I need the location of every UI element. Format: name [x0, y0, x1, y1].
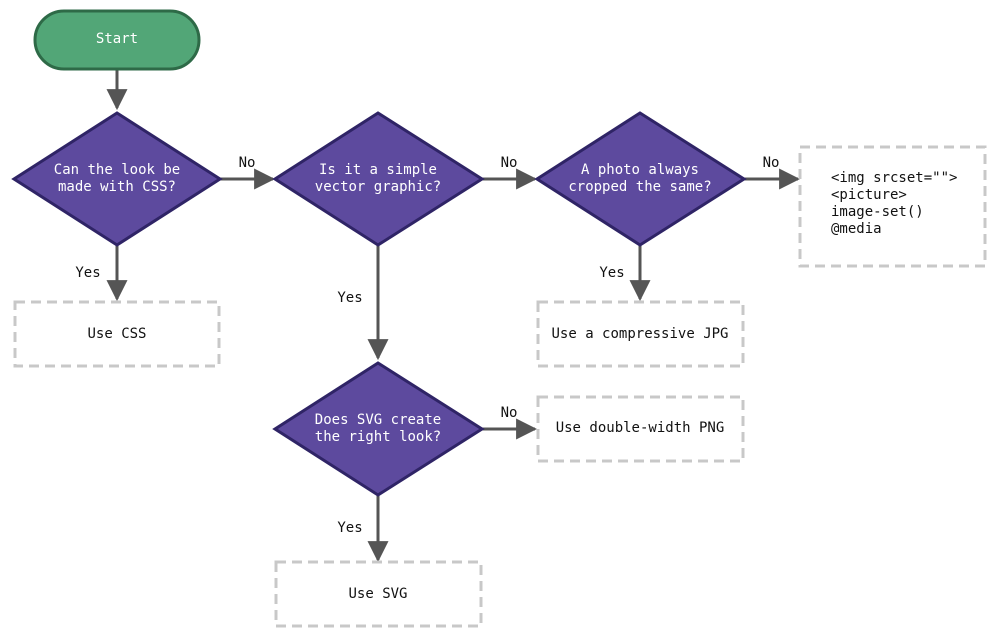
outcome-use-svg-text: Use SVG — [348, 586, 407, 602]
label-vector-no: No — [501, 155, 518, 171]
decision-photo: A photo always cropped the same? — [534, 111, 747, 247]
connectors — [106, 69, 801, 563]
outcome-responsive: <img srcset=""> <picture> image-set() @m… — [798, 145, 987, 268]
decision-photo-shape — [534, 111, 747, 247]
decision-css-shape — [11, 111, 223, 247]
decision-svg-line-2: the right look? — [315, 429, 441, 445]
start-node: Start — [33, 9, 201, 71]
decision-vector: Is it a simple vector graphic? — [272, 111, 485, 247]
start-label: Start — [96, 31, 138, 47]
decision-svg-shape — [272, 361, 485, 497]
outcome-responsive-box — [798, 145, 987, 268]
outcome-use-css-box — [13, 300, 221, 368]
label-css-yes: Yes — [75, 265, 100, 281]
outcome-use-jpg: Use a compressive JPG — [536, 300, 745, 368]
decision-vector-line-1: Is it a simple — [319, 162, 437, 178]
label-svg-yes: Yes — [337, 520, 362, 536]
decision-css-line-2: made with CSS? — [58, 179, 176, 195]
label-photo-no: No — [763, 155, 780, 171]
decision-vector-line-2: vector graphic? — [315, 179, 441, 195]
outcome-use-css-text: Use CSS — [87, 326, 146, 342]
outcome-responsive-line-4: @media — [831, 221, 882, 237]
outcome-use-png-box — [536, 395, 745, 463]
decision-css-line-1: Can the look be — [54, 162, 180, 178]
label-css-no: No — [239, 155, 256, 171]
outcome-use-png-text: Use double-width PNG — [556, 420, 725, 436]
outcome-use-png: Use double-width PNG — [536, 395, 745, 463]
decision-svg: Does SVG create the right look? — [272, 361, 485, 497]
label-vector-yes: Yes — [337, 290, 362, 306]
outcome-use-jpg-text: Use a compressive JPG — [551, 326, 728, 342]
outcome-responsive-line-2: <picture> — [831, 187, 907, 203]
label-svg-no: No — [501, 405, 518, 421]
decision-vector-shape — [272, 111, 485, 247]
outcome-use-svg: Use SVG — [274, 560, 483, 628]
label-photo-yes: Yes — [599, 265, 624, 281]
outcome-use-jpg-box — [536, 300, 745, 368]
outcome-use-svg-box — [274, 560, 483, 628]
outcome-use-css: Use CSS — [13, 300, 221, 368]
start-shape — [33, 9, 201, 71]
decision-svg-line-1: Does SVG create — [315, 412, 441, 428]
edge-labels: Yes No No No Yes Yes No Yes — [75, 155, 779, 536]
decision-photo-line-2: cropped the same? — [568, 179, 711, 195]
outcome-responsive-line-3: image-set() — [831, 204, 924, 220]
decision-css: Can the look be made with CSS? — [11, 111, 223, 247]
decision-photo-line-1: A photo always — [581, 162, 699, 178]
outcome-responsive-line-1: <img srcset=""> — [831, 170, 957, 186]
